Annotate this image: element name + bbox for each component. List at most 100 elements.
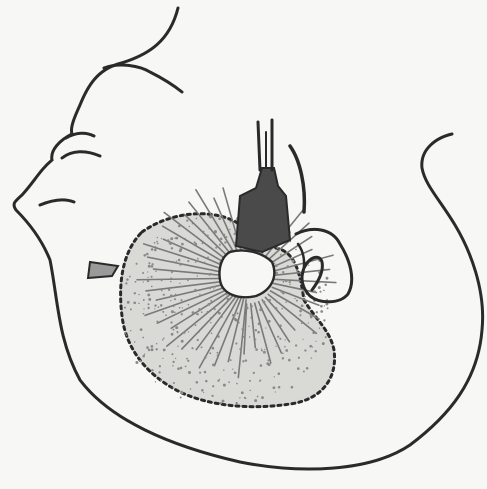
stipple-dot: [289, 284, 290, 285]
stipple-dot: [147, 293, 150, 296]
stipple-dot: [313, 290, 316, 293]
stipple-dot: [188, 371, 191, 374]
stipple-dot: [124, 307, 126, 309]
stipple-dot: [151, 248, 154, 251]
stipple-dot: [195, 261, 197, 263]
stipple-dot: [324, 284, 327, 287]
stipple-dot: [238, 322, 239, 323]
stipple-dot: [229, 229, 230, 230]
stipple-dot: [249, 336, 250, 337]
stipple-dot: [176, 260, 178, 262]
stipple-dot: [190, 388, 192, 390]
stipple-dot: [180, 397, 182, 399]
stipple-dot: [142, 337, 144, 339]
stipple-dot: [205, 380, 208, 383]
stipple-dot: [207, 256, 209, 258]
stipple-dot: [308, 322, 309, 323]
stipple-dot: [223, 369, 225, 371]
stipple-dot: [168, 289, 170, 291]
stipple-dot: [233, 314, 236, 317]
stipple-dot: [234, 371, 237, 374]
stipple-dot: [180, 367, 183, 370]
stipple-dot: [201, 346, 203, 348]
stipple-dot: [187, 260, 189, 262]
stipple-dot: [235, 342, 237, 344]
stipple-dot: [162, 311, 164, 313]
stipple-dot: [309, 345, 312, 348]
stipple-dot: [147, 271, 148, 272]
stipple-dot: [263, 351, 266, 354]
stipple-dot: [151, 276, 153, 278]
stipple-dot: [204, 262, 206, 264]
stipple-dot: [278, 372, 281, 375]
stipple-dot: [225, 321, 226, 322]
stipple-dot: [181, 340, 184, 343]
stipple-dot: [266, 362, 269, 365]
stipple-dot: [202, 242, 204, 244]
stipple-dot: [275, 264, 278, 267]
stipple-dot: [220, 402, 222, 404]
stipple-dot: [316, 311, 318, 313]
stipple-dot: [182, 307, 183, 308]
stipple-dot: [184, 238, 185, 239]
stipple-dot: [171, 333, 174, 336]
stipple-dot: [175, 358, 176, 359]
stipple-dot: [175, 294, 177, 296]
stipple-dot: [261, 350, 263, 352]
stipple-dot: [187, 280, 189, 282]
stipple-dot: [214, 230, 217, 233]
stipple-dot: [143, 281, 144, 282]
stipple-dot: [214, 299, 216, 301]
stipple-dot: [172, 361, 174, 363]
stipple-dot: [319, 327, 320, 328]
stipple-dot: [196, 381, 199, 384]
stipple-dot: [226, 294, 228, 296]
stipple-dot: [134, 292, 136, 294]
stipple-dot: [156, 343, 158, 345]
stipple-dot: [312, 331, 315, 334]
stipple-dot: [230, 221, 232, 223]
stipple-dot: [171, 247, 173, 249]
stipple-dot: [179, 263, 182, 266]
stipple-dot: [180, 286, 182, 288]
stipple-dot: [218, 217, 221, 220]
stipple-dot: [207, 311, 209, 313]
stipple-dot: [156, 322, 158, 324]
stipple-dot: [217, 355, 219, 357]
stipple-dot: [163, 294, 165, 296]
stipple-dot: [173, 382, 175, 384]
stipple-dot: [220, 316, 222, 318]
stipple-dot: [214, 308, 216, 310]
stipple-dot: [196, 218, 198, 220]
stipple-dot: [130, 330, 131, 331]
stipple-dot: [163, 348, 166, 351]
stipple-dot: [234, 233, 237, 236]
stipple-dot: [148, 303, 150, 305]
stipple-dot: [154, 242, 156, 244]
stipple-dot: [197, 275, 198, 276]
stipple-dot: [133, 301, 136, 304]
stipple-dot: [174, 298, 176, 300]
stipple-dot: [147, 277, 148, 278]
stipple-dot: [285, 349, 288, 352]
stipple-dot: [170, 388, 171, 389]
stipple-dot: [181, 243, 184, 246]
stipple-dot: [278, 386, 281, 389]
stipple-dot: [154, 308, 155, 309]
stipple-dot: [326, 277, 329, 280]
stipple-dot: [208, 227, 210, 229]
stipple-dot: [170, 281, 172, 283]
stipple-dot: [258, 322, 261, 325]
stipple-dot: [199, 331, 200, 332]
stipple-dot: [257, 396, 259, 398]
stipple-dot: [139, 360, 141, 362]
stipple-dot: [277, 336, 279, 338]
stipple-dot: [264, 349, 265, 350]
stipple-dot: [183, 332, 185, 334]
stipple-dot: [210, 273, 212, 275]
stipple-dot: [169, 242, 171, 244]
stipple-dot: [227, 298, 230, 301]
stipple-dot: [209, 352, 211, 354]
stipple-dot: [236, 383, 238, 385]
